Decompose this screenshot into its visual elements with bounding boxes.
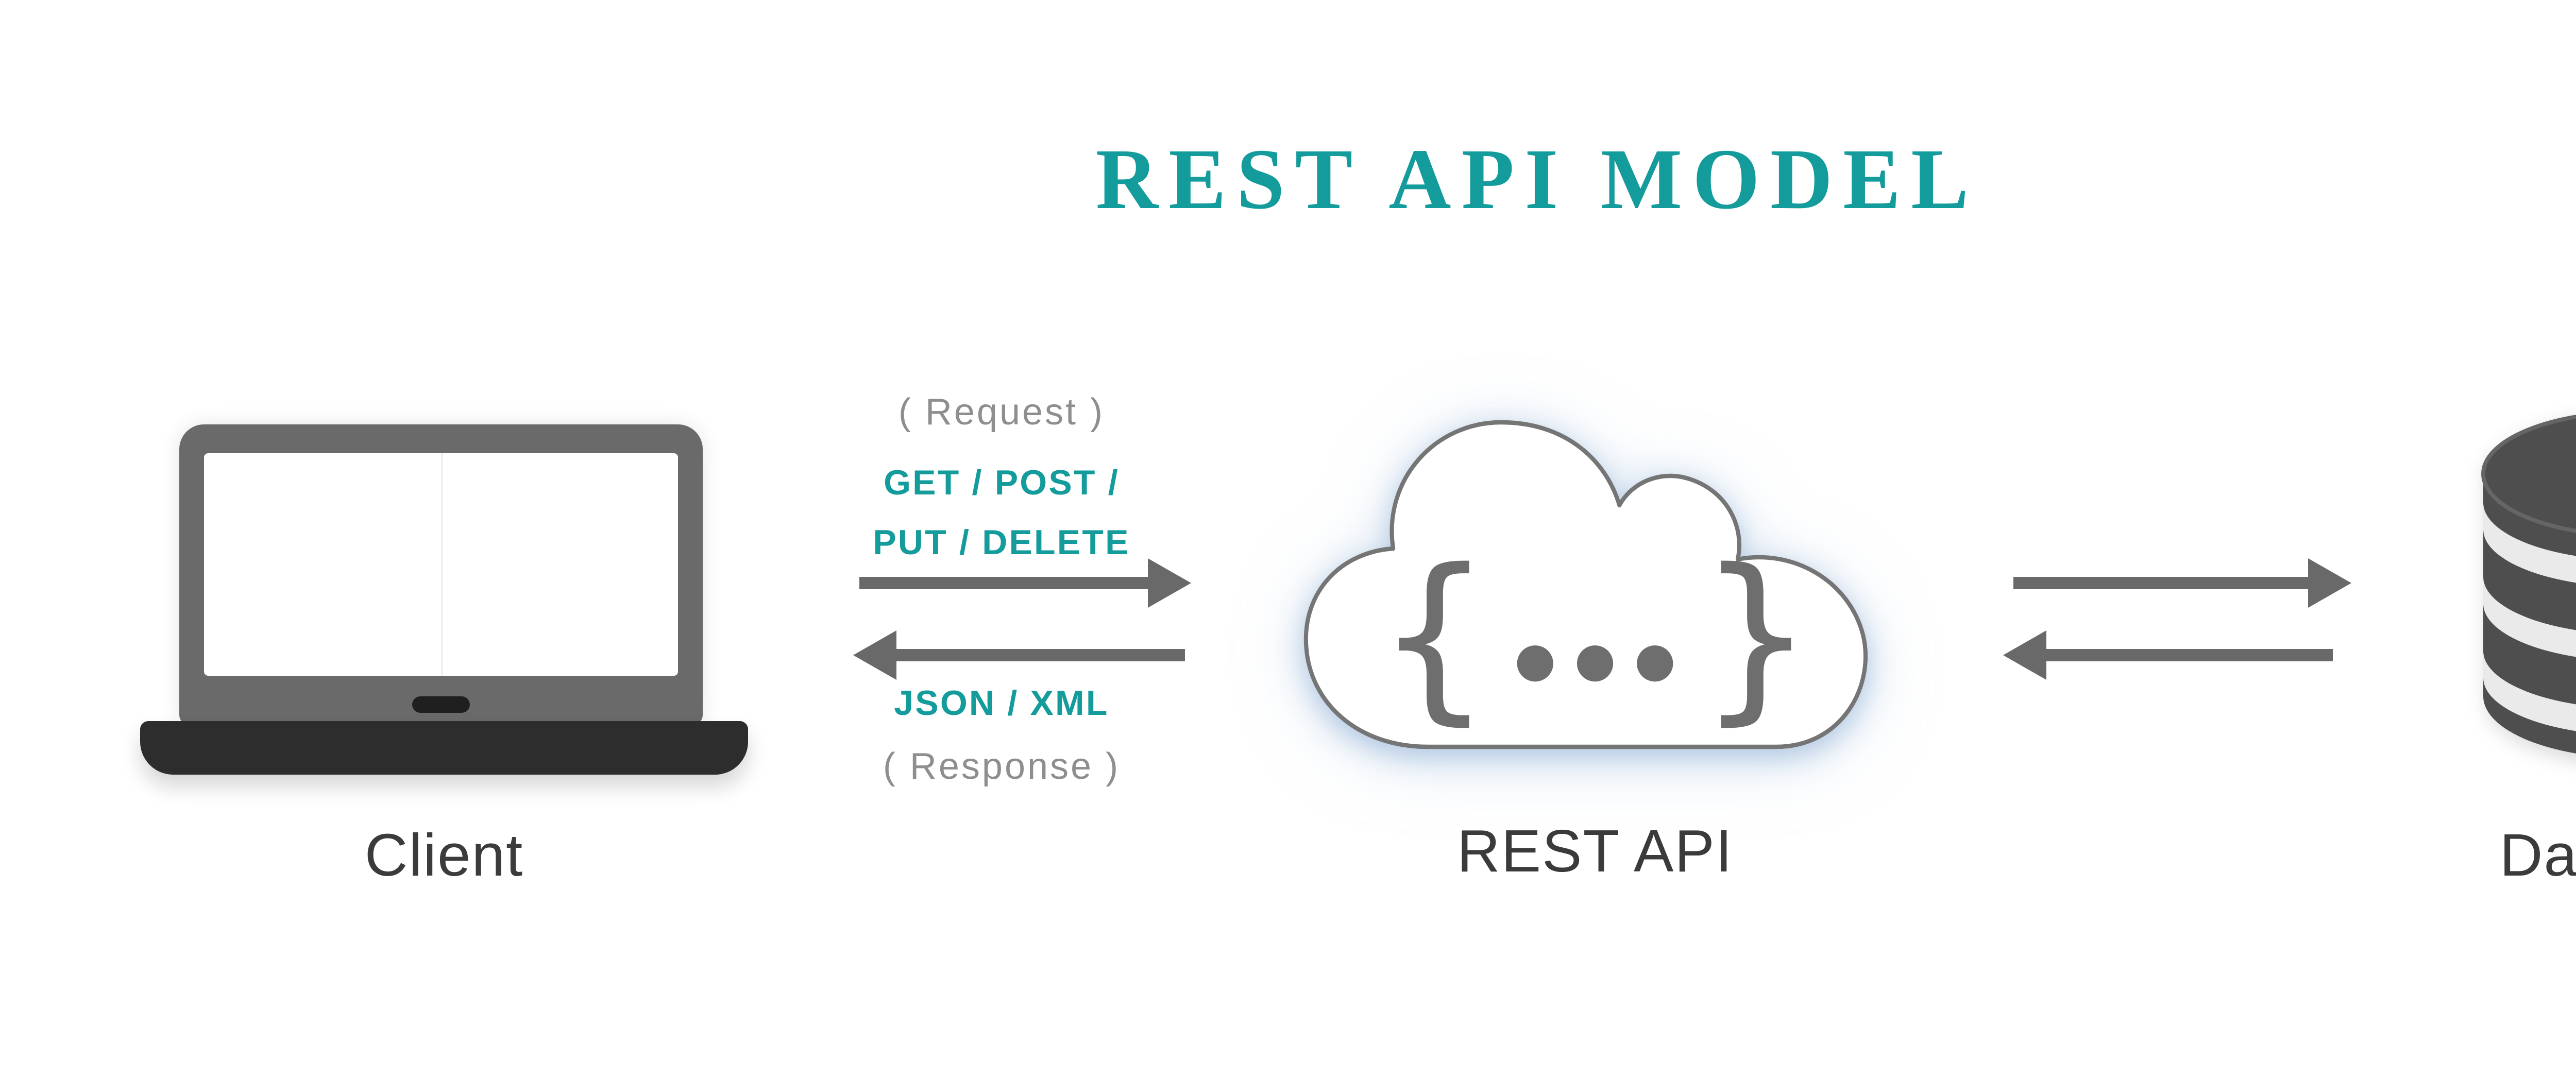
right-brace: }	[1698, 529, 1814, 742]
arrow-shaft	[859, 577, 1148, 589]
arrow-shaft	[2013, 577, 2308, 589]
page-title: REST API MODEL	[1095, 134, 1979, 229]
response-label: ( Response )	[883, 746, 1121, 787]
database-cylinder-icon	[2481, 415, 2576, 754]
database-node	[2477, 408, 2576, 762]
request-label: ( Request )	[898, 391, 1105, 433]
database-label: Database	[2499, 824, 2576, 890]
request-arrow-right-icon	[859, 558, 1191, 608]
arrow-shaft	[2046, 649, 2333, 661]
arrow-head	[1148, 558, 1191, 608]
response-formats-label: JSON / XML	[894, 684, 1109, 723]
arrow-head	[853, 630, 896, 680]
laptop-screen	[204, 453, 678, 676]
laptop-notch	[412, 696, 470, 713]
arrow-head	[2308, 558, 2351, 608]
http-methods-line2: PUT / DELETE	[873, 523, 1130, 562]
rest-api-label: REST API	[1456, 820, 1734, 886]
response-arrow-left-icon	[853, 630, 1185, 680]
ellipsis-dots: ●●●	[1514, 634, 1694, 687]
laptop-base	[140, 721, 748, 775]
client-label: Client	[364, 824, 524, 890]
code-braces-icon: { ●●● }	[1282, 538, 1908, 733]
left-brace: {	[1376, 529, 1492, 742]
arrow-shaft	[896, 649, 1185, 661]
laptop-icon	[140, 424, 748, 775]
laptop-screen-bezel	[179, 424, 703, 725]
result-arrow-left-icon	[2003, 630, 2333, 680]
http-methods-line1: GET / POST /	[884, 464, 1120, 503]
arrow-head	[2003, 630, 2046, 680]
query-arrow-right-icon	[2013, 558, 2351, 608]
rest-api-node: { ●●● }	[1282, 408, 1908, 768]
cloud-icon	[1303, 420, 1868, 749]
